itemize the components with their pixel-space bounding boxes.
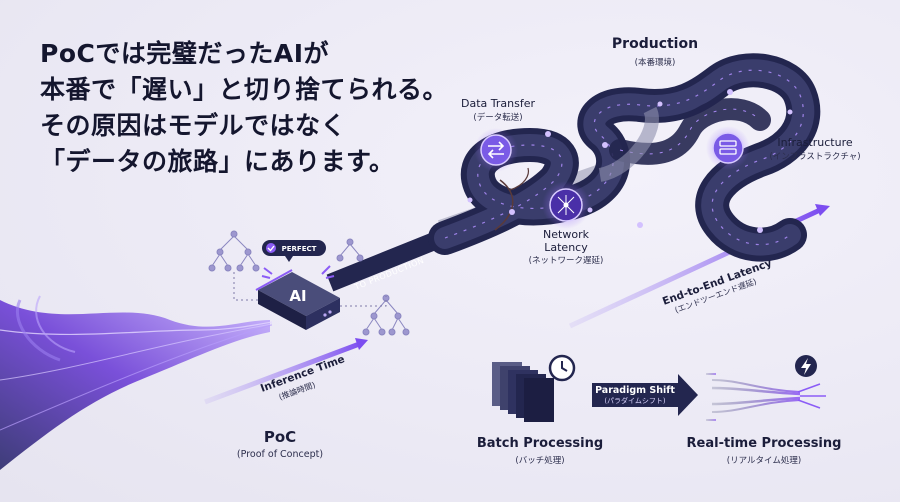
ai-chip (255, 269, 340, 330)
paradigm-arrow (592, 374, 698, 416)
check-badge (262, 240, 326, 262)
check-icon (267, 245, 275, 252)
inference-rail (204, 340, 363, 405)
data-swirl (0, 295, 273, 470)
server-icon (719, 140, 737, 155)
network-latency-title-line-2: Latency (544, 241, 588, 254)
data-transfer-title: Data Transfer (461, 97, 535, 110)
lightning-icon (795, 355, 817, 377)
transfer-arrows-icon (487, 141, 505, 159)
infrastructure-node (706, 126, 750, 170)
end-to-end-title: End-to-End Latency (661, 257, 774, 308)
production-title: Production (611, 36, 699, 52)
data-transfer-subtitle: (データ転送) (473, 113, 523, 123)
headline-line-1: PoCでは完璧だったAIが (40, 39, 329, 68)
batch-title: Batch Processing (476, 436, 604, 451)
network-latency-title-line-1: Network (543, 228, 589, 241)
realtime-subtitle: (リアルタイム処理) (726, 456, 802, 466)
infrastructure-title: Infrastructure (777, 136, 853, 149)
realtime-title: Real-time Processing (686, 436, 842, 451)
clock-icon (548, 354, 576, 382)
batch-subtitle: (バッチ処理) (515, 456, 565, 466)
poc-subtitle: (Proof of Concept) (236, 449, 324, 460)
poc-title: PoC (263, 428, 297, 446)
production-road (428, 53, 821, 262)
network-latency-subtitle: (ネットワーク遅延) (528, 256, 604, 266)
sparkle-marks (261, 265, 335, 279)
headline-line-2: 本番で「遅い」と切り捨てられる。 (40, 75, 449, 104)
data-transfer-node (474, 128, 518, 172)
batch-stack (492, 362, 554, 422)
tree-diagram-icon (336, 238, 364, 262)
inference-rail-arrowhead (355, 338, 368, 350)
headline-line-4: 「データの旅路」にあります。 (40, 147, 395, 176)
paradigm-subtitle: (パラダイムシフト) (604, 396, 666, 405)
realtime-beams (797, 383, 826, 409)
ai-chip-label: AI (289, 287, 306, 305)
network-latency-title: Network Latency (526, 228, 606, 254)
headline-line-3: その原因はモデルではなく (40, 111, 347, 140)
production-subtitle: (本番環境) (634, 58, 676, 68)
infrastructure-subtitle: (インフラストラクチャ) (769, 152, 861, 162)
tree-diagram-icon (208, 230, 260, 272)
tree-connector-lines (233, 272, 387, 307)
network-node-icon (557, 195, 575, 215)
tree-diagram-icon (362, 294, 410, 336)
network-latency-node (542, 181, 590, 229)
perfect-badge-label: PERFECT (282, 245, 317, 253)
headline: PoCでは完璧だったAIが 本番で「遅い」と切り捨てられる。 その原因はモデルで… (40, 36, 448, 180)
paradigm-title: Paradigm Shift (595, 385, 675, 396)
realtime-streams (706, 373, 801, 421)
end-to-end-rail-arrowhead (815, 204, 830, 216)
